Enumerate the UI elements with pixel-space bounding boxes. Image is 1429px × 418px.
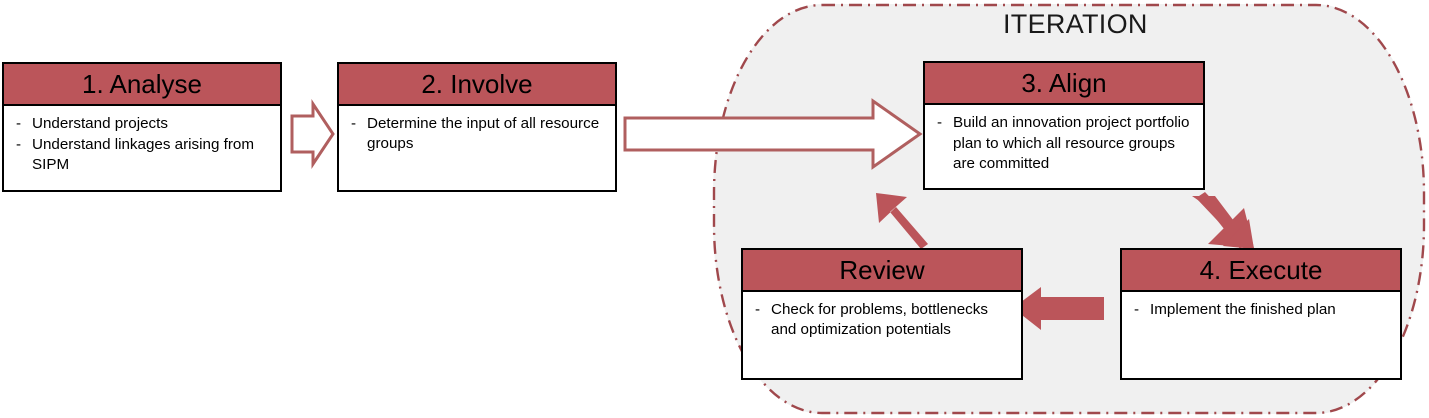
list-item: - Understand linkages arising from SIPM (10, 135, 272, 175)
card-align-title: 3. Align (1021, 68, 1107, 98)
card-align-body: - Build an innovation project portfolio … (925, 105, 1203, 188)
card-review[interactable]: Review - Check for problems, bottlenecks… (741, 248, 1023, 380)
bullet-text: Understand linkages arising from SIPM (32, 136, 255, 174)
bullet-text: Determine the input of all resource grou… (367, 115, 600, 153)
bullet-marker: - (16, 115, 22, 132)
bullet-marker: - (755, 301, 761, 318)
card-align[interactable]: 3. Align - Build an innovation project p… (923, 61, 1205, 190)
list-item: - Build an innovation project portfolio … (931, 113, 1195, 175)
card-analyse-title: 1. Analyse (82, 69, 202, 99)
card-review-body: - Check for problems, bottlenecks and op… (743, 292, 1021, 378)
card-involve-header: 2. Involve (339, 64, 615, 106)
bullet-marker: - (351, 115, 357, 132)
card-involve-title: 2. Involve (421, 69, 533, 99)
card-execute[interactable]: 4. Execute - Implement the finished plan (1120, 248, 1402, 380)
list-item: - Determine the input of all resource gr… (345, 114, 607, 154)
list-item: - Understand projects (10, 114, 272, 134)
card-analyse-header: 1. Analyse (4, 64, 280, 106)
card-align-header: 3. Align (925, 63, 1203, 105)
card-review-title: Review (839, 255, 925, 285)
iteration-zone-label: ITERATION (1003, 9, 1148, 39)
arrow-analyse-to-involve (290, 99, 335, 169)
bullet-marker: - (16, 136, 22, 154)
bullet-text: Understand projects (32, 115, 168, 132)
card-review-header: Review (743, 250, 1021, 292)
bullet-text: Implement the finished plan (1150, 301, 1336, 318)
bullet-text: Check for problems, bottlenecks and opti… (771, 301, 988, 339)
list-item: - Check for problems, bottlenecks and op… (749, 300, 1013, 340)
card-analyse[interactable]: 1. Analyse - Understand projects - Under… (2, 62, 282, 192)
bullet-marker: - (1134, 301, 1140, 318)
list-item: - Implement the finished plan (1128, 300, 1392, 320)
bullet-text: Build an innovation project portfolio pl… (953, 114, 1190, 173)
card-execute-header: 4. Execute (1122, 250, 1400, 292)
card-execute-title: 4. Execute (1199, 255, 1323, 285)
bullet-marker: - (937, 114, 943, 131)
card-involve[interactable]: 2. Involve - Determine the input of all … (337, 62, 617, 192)
card-analyse-body: - Understand projects - Understand linka… (4, 106, 280, 190)
card-execute-body: - Implement the finished plan (1122, 292, 1400, 378)
card-involve-body: - Determine the input of all resource gr… (339, 106, 615, 190)
